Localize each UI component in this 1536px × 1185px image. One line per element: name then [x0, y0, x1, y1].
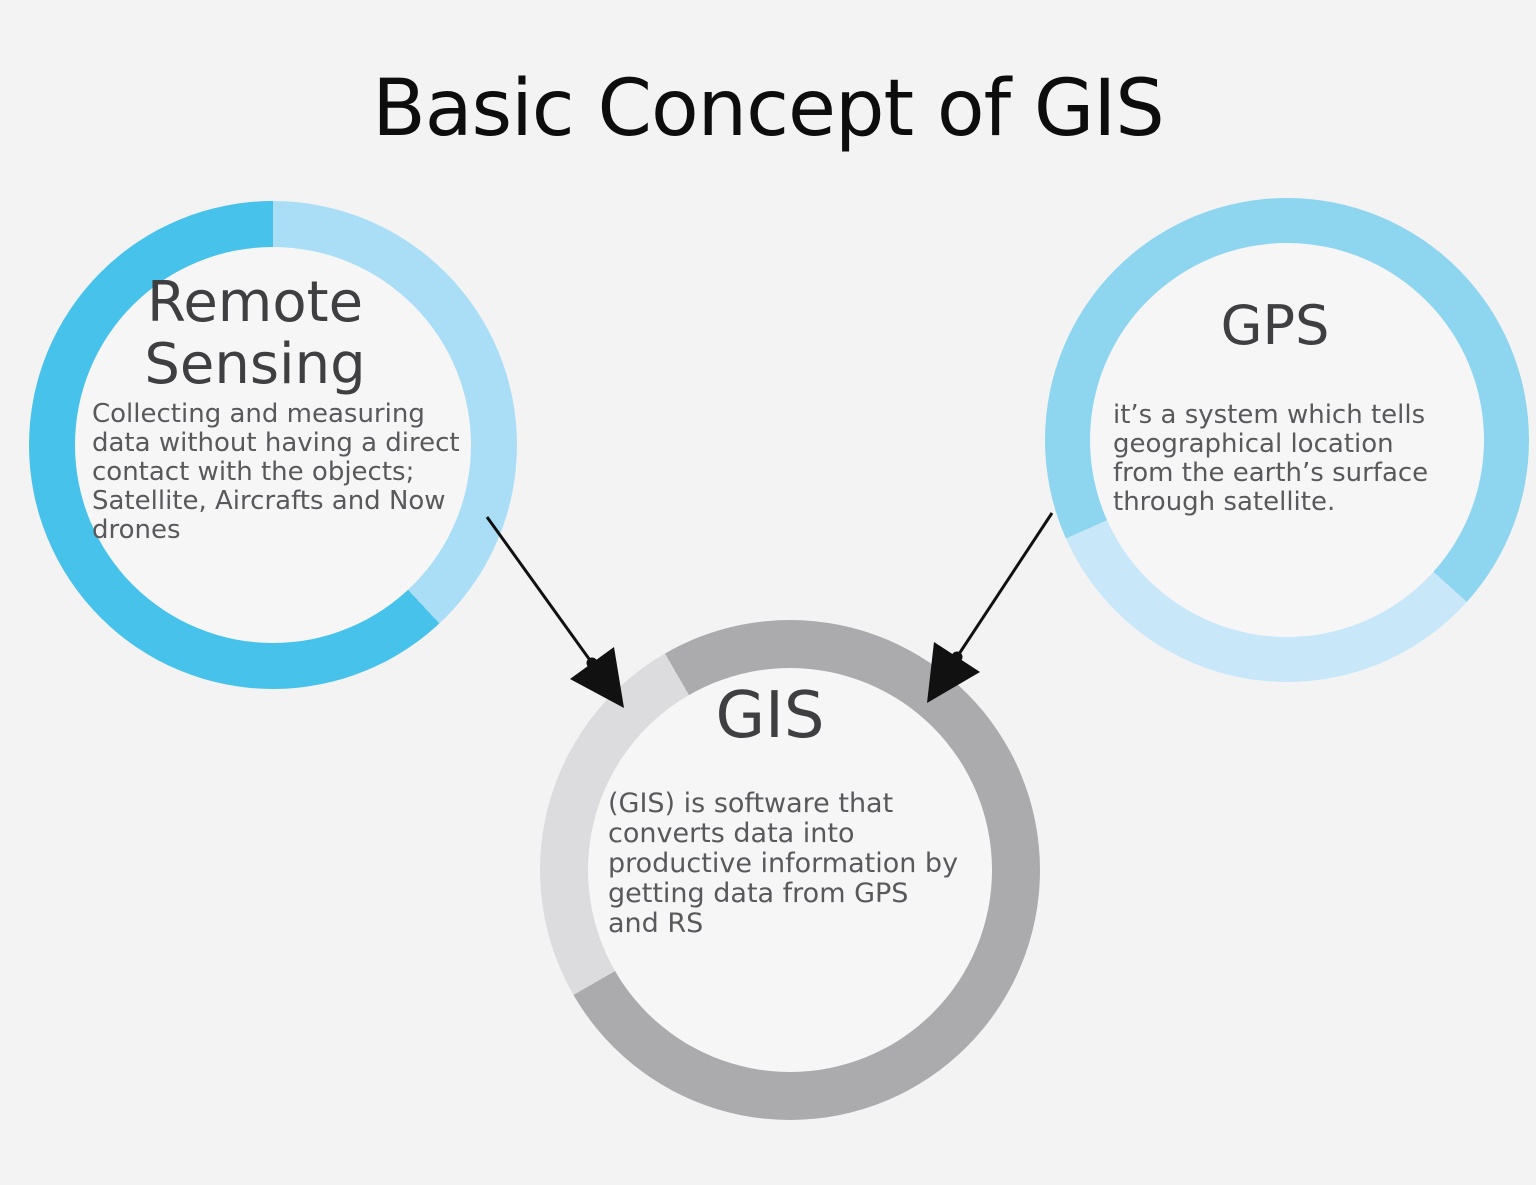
- gps-circle: [1045, 198, 1529, 682]
- gis-heading: GIS: [715, 679, 825, 753]
- arrow-remote-sensing-to-gis: [485, 516, 624, 708]
- gis-circle-fill: [588, 668, 992, 1072]
- gis-description: (GIS) is software that converts data int…: [608, 788, 959, 939]
- gps-circle-fill: [1090, 243, 1484, 637]
- remote-sensing-description: Collecting and measuring data without ha…: [92, 399, 460, 545]
- remote-sensing-heading: Remote Sensing: [144, 270, 366, 397]
- remote-sensing-circle-fill: [75, 247, 471, 643]
- page-title: Basic Concept of GIS: [372, 64, 1165, 154]
- remote-sensing-circle: [29, 201, 517, 689]
- gps-heading: GPS: [1220, 294, 1330, 357]
- gps-description: it’s a system which tells geographical l…: [1113, 400, 1429, 517]
